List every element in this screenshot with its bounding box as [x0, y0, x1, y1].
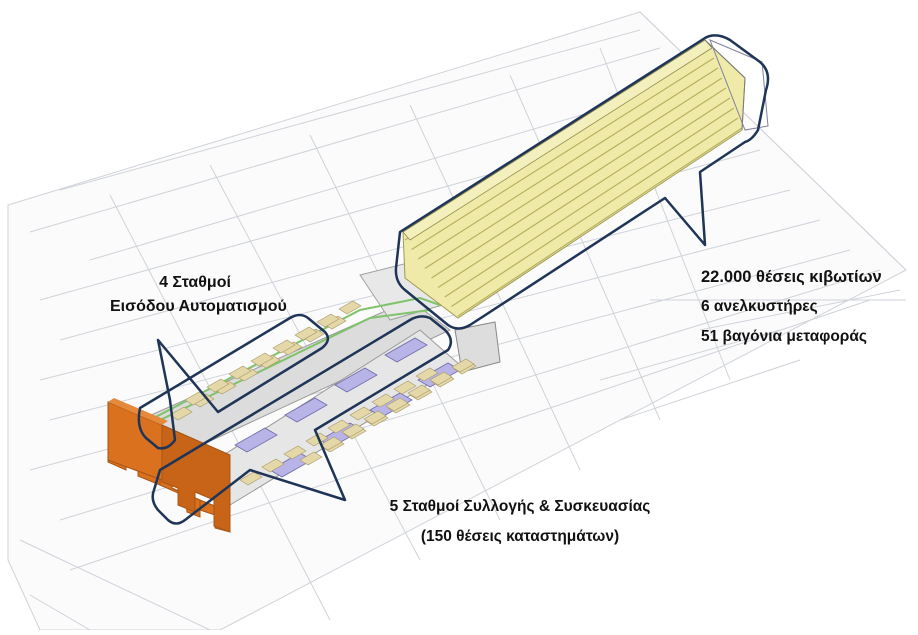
- entry-stations-label: 4 Σταθμοί Εισόδου Αυτοματισμού: [110, 271, 287, 319]
- rack-aisle-line: [417, 67, 719, 260]
- storage-label-line3: 51 βαγόνια μεταφοράς: [701, 328, 867, 345]
- pallet: [239, 471, 263, 486]
- pallet: [371, 393, 395, 408]
- pallet: [305, 432, 329, 447]
- pallet: [316, 313, 340, 328]
- pallet: [283, 445, 307, 460]
- picking-callout: [151, 315, 453, 525]
- storage-callout: [394, 34, 770, 330]
- entry-label-line2: Εισόδου Αυτοματισμού: [110, 298, 287, 315]
- pallet: [385, 397, 409, 412]
- pallet: [338, 300, 362, 315]
- rack-aisle-line: [411, 57, 715, 251]
- storage-rack-block: [402, 39, 769, 319]
- pallet: [319, 436, 343, 451]
- entry-callout: [137, 313, 330, 450]
- pallet: [272, 339, 296, 354]
- pallet: [415, 367, 439, 382]
- pallet: [169, 406, 193, 421]
- pallet: [261, 458, 285, 473]
- station-block: [284, 397, 328, 423]
- storage-label: 22.000 θέσεις κιβωτίων 6 ανελκυστήρες 51…: [701, 262, 882, 352]
- station-block: [334, 367, 378, 393]
- pallet: [327, 419, 351, 434]
- entry-label-line1: 4 Σταθμοί: [159, 274, 231, 291]
- picking-label-line1: 5 Σταθμοί Συλλογής & Συσκευασίας: [389, 498, 651, 515]
- picking-stations-label: 5 Σταθμοί Συλλογής & Συσκευασίας (150 θέ…: [370, 492, 670, 552]
- pallet: [349, 406, 373, 421]
- rack-aisle-line: [431, 87, 727, 279]
- station-block: [234, 427, 278, 453]
- pallet: [363, 410, 387, 425]
- rack-aisle-line: [444, 107, 735, 298]
- pallet-grid: [169, 300, 477, 486]
- rack-aisle-line: [437, 97, 731, 289]
- pallet: [228, 365, 252, 380]
- rack-aisle-line: [457, 127, 743, 317]
- pallet: [299, 451, 323, 466]
- pallet: [250, 352, 274, 367]
- pallet: [407, 384, 431, 399]
- storage-label-line1: 22.000 θέσεις κιβωτίων: [701, 268, 882, 286]
- pallet: [294, 326, 318, 341]
- pallet: [451, 358, 475, 373]
- pallet: [206, 378, 230, 393]
- pallet: [429, 371, 453, 386]
- storage-label-line2: 6 ανελκυστήρες: [701, 298, 818, 315]
- rack-aisle-line: [424, 77, 723, 270]
- pallet: [341, 423, 365, 438]
- callout-outlines: [137, 34, 770, 525]
- station-block: [384, 337, 428, 363]
- pallet: [393, 380, 417, 395]
- picking-label-line2: (150 θέσεις καταστημάτων): [420, 528, 620, 545]
- rack-aisle-line: [451, 117, 739, 308]
